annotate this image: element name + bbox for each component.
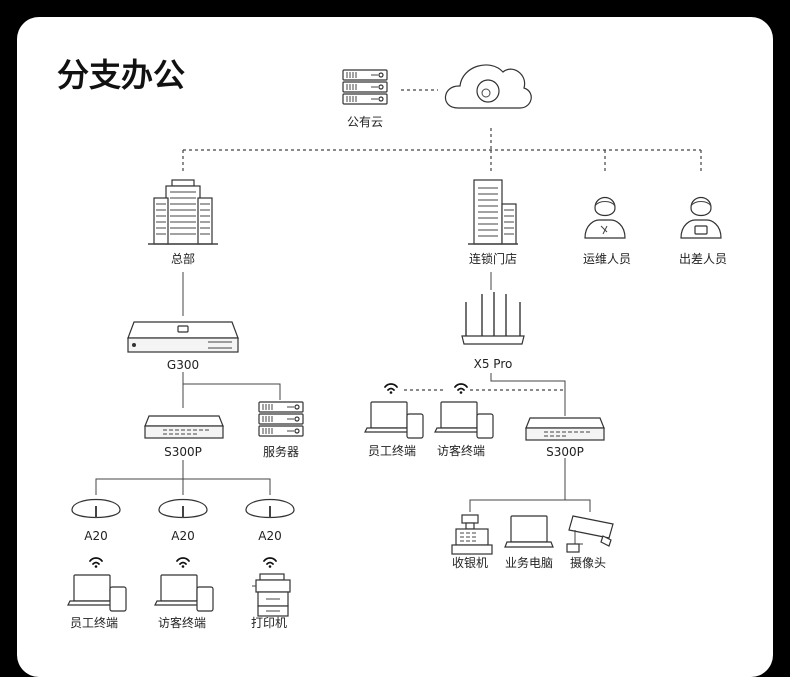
- ap-bus-line: [95, 478, 271, 495]
- laptop-tablet-icon: [434, 401, 494, 439]
- wifi-icon: [263, 557, 277, 568]
- cloud-server-icon: [342, 69, 388, 105]
- g300-gateway-icon: [127, 321, 239, 353]
- ops-person-icon: [584, 196, 626, 239]
- hq-building-icon: [148, 179, 218, 245]
- wifi-icon: [454, 383, 468, 394]
- ap-1-icon: [71, 499, 121, 519]
- x5pro-label: X5 Pro: [474, 357, 513, 371]
- laptop-tablet-icon: [154, 574, 214, 612]
- wifi-icon: [89, 557, 103, 568]
- connection-lines: [95, 89, 702, 512]
- terminal-bus-line: [469, 499, 591, 512]
- laptop-tablet-icon: [364, 401, 424, 439]
- s300p-right-switch-icon: [525, 417, 605, 441]
- server-label: 服务器: [263, 444, 299, 459]
- ops-staff-label: 运维人员: [583, 252, 631, 266]
- store-label: 连锁门店: [469, 251, 517, 266]
- employee-terminal-left-label: 员工终端: [70, 615, 118, 630]
- s300p-left-switch-icon: [144, 415, 224, 439]
- hq-server-icon: [258, 401, 304, 437]
- s300p-right-label: S300P: [546, 445, 584, 459]
- x5pro-router-icon: [461, 292, 525, 345]
- visitor-terminal-right-label: 访客终端: [437, 443, 485, 458]
- cashier-label: 收银机: [452, 556, 488, 570]
- router-switch-line: [490, 373, 566, 416]
- business-pc-label: 业务电脑: [505, 555, 553, 570]
- ap-3-icon: [245, 499, 295, 519]
- printer-label: 打印机: [251, 616, 287, 630]
- travel-staff-label: 出差人员: [679, 252, 727, 266]
- business-pc-icon: [504, 515, 554, 548]
- travel-person-icon: [680, 196, 722, 239]
- ap-1-label: A20: [84, 529, 107, 543]
- s300p-left-label: S300P: [164, 445, 202, 459]
- employee-terminal-right-label: 员工终端: [368, 443, 416, 458]
- security-camera-icon: [566, 515, 614, 553]
- ap-2-label: A20: [171, 529, 194, 543]
- printer-icon: [252, 573, 291, 617]
- network-diagram: 分支办公 公有云: [57, 56, 727, 630]
- cloud-icon: [444, 64, 532, 109]
- wifi-icon: [176, 557, 190, 568]
- hq-label: 总部: [171, 251, 195, 266]
- visitor-terminal-left-label: 访客终端: [158, 615, 206, 630]
- g300-label: G300: [167, 358, 199, 372]
- cash-register-icon: [451, 514, 493, 555]
- public-cloud-label: 公有云: [347, 115, 383, 129]
- wifi-icon: [384, 383, 398, 394]
- page-title: 分支办公: [57, 56, 185, 94]
- laptop-tablet-icon: [67, 574, 127, 612]
- ap-3-label: A20: [258, 529, 281, 543]
- ap-2-icon: [158, 499, 208, 519]
- g300-server-line: [183, 383, 281, 400]
- camera-label: 摄像头: [570, 555, 606, 570]
- store-building-icon: [468, 179, 518, 245]
